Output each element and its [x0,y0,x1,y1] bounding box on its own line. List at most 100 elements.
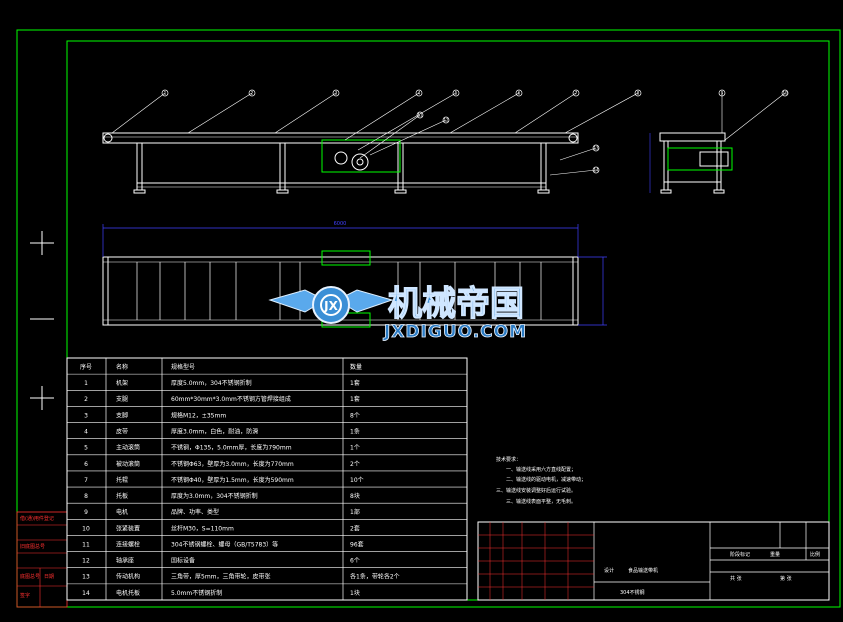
title-block-grid [478,522,594,600]
callout-circle [515,89,523,97]
bom-cell: 10个 [350,477,364,484]
bom-cell: 1 [84,380,88,387]
callout-circle [161,89,169,97]
callout-number: 6 [518,91,521,96]
notes-line-1: 一、输送线采用六方直线配置； [506,466,576,473]
bom-cell: 1部 [350,508,360,516]
callout-number: 2 [251,91,254,96]
bom-table [66,357,468,601]
callout-number: 1 [164,91,167,96]
callout-number: 7 [575,91,578,96]
title-cell-sheets: 共 张 [730,575,742,582]
side-stamp-4: 签字 [20,592,30,599]
bom-cell: 电机托板 [116,589,140,597]
bom-cell: 不锈钢Φ63，壁厚为3.0mm，长度为770mm [171,460,294,468]
top-view [102,256,579,326]
bom-rows: 序号 名称 规格型号 数量 1 机架 厚度5.0mm，304不锈钢折制 1套 2 支腿 60mm*3… [67,363,467,597]
callout-circle [718,89,726,97]
side-stamp-1: 借(通)用件登记 [20,515,54,522]
bom-cell: 2套 [350,524,360,532]
bom-cell: 连接螺栓 [116,540,140,548]
callout-circle [416,111,424,119]
title-cell-scale: 比例 [810,551,820,558]
top-view-ribs [136,262,542,320]
bom-cell: 主动滚筒 [116,444,140,452]
callout-number: 5 [455,91,458,96]
bom-header-cell: 数量 [350,363,362,371]
bom-cell: 8块 [350,492,360,500]
dimension-lines [102,224,607,326]
bom-cell: 厚度5.0mm，304不锈钢折制 [171,379,252,387]
bom-cell: 托板 [116,492,128,500]
callout-circle [332,89,340,97]
bom-cell: 不锈钢Φ40，壁厚为1.5mm，长度为590mm [171,476,294,484]
outer-frame [16,29,841,608]
bom-cell: 支脚 [116,411,128,419]
callout-number: 8 [637,91,640,96]
bom-header-cell: 序号 [80,363,92,371]
callout-circle [248,89,256,97]
bom-cell: 厚度为3.0mm，304不锈钢折制 [171,492,258,500]
bom-cell: 10 [82,525,90,532]
bom-cell: 6个 [350,558,360,565]
bom-cell: 4 [84,429,88,436]
bom-cell: 8 [84,493,88,500]
callout-circle [442,116,450,124]
title-cell-stage: 阶段标记 [730,551,750,558]
callout-circle [592,166,600,174]
callout-circle [572,89,580,97]
bom-cell: 1套 [350,379,360,387]
bom-cell: 品牌、功率、类型 [171,508,219,516]
bom-cell: 皮带 [116,428,128,436]
side-stamp-3: 底图总号 [20,573,40,580]
bom-cell: 各1条，带轮各2个 [350,573,400,581]
bom-cell: 1套 [350,395,360,403]
bom-cell: 60mm*30mm*3.0mm不锈钢方管焊接组成 [171,395,291,403]
bom-cell: 14 [82,590,90,597]
bom-cell: 1个 [350,445,360,452]
bom-cell: 3 [84,412,88,419]
overall-length-dimension: 6000 [334,221,347,227]
watermark-logo: JX [268,286,394,324]
notes-line-2: 二、输送线的驱动电机，减速带动； [506,476,586,483]
bom-cell: 1条 [350,428,360,436]
side-stamp-5: 日期 [44,574,54,580]
bom-cell: 张紧装置 [116,524,140,532]
bom-cell: 电机 [116,508,128,516]
title-cell-design: 设计 [604,567,614,574]
bom-cell: 304不锈钢螺栓、螺母（GB/T5783）等 [171,540,278,548]
bom-cell: 9 [84,509,88,516]
bom-cell: 1块 [350,589,360,597]
bom-header-cell: 名称 [116,363,128,371]
bom-cell: 13 [82,574,90,581]
notes-line-4: 三、输送线表面平整，无毛刺。 [506,498,576,505]
watermark-chinese: 机械帝国 [388,284,524,324]
bom-cell: 2 [84,396,88,403]
bom-cell: 7 [84,477,88,484]
drive-motor-side [667,147,733,171]
callout-number: 4 [418,91,421,96]
bom-cell: 5.0mm不锈钢折制 [171,589,222,597]
drawing-name: 食品输送带机 [628,567,658,574]
bom-cell: 丝杆M30，S=110mm [171,524,234,532]
callout-circle [415,89,423,97]
bom-cell: 11 [82,541,90,548]
notes-title: 技术要求： [496,456,521,463]
drawing-material: 304不锈钢 [620,589,645,596]
front-view [102,132,579,194]
callout-number: 13 [593,146,599,151]
callout-leaders [111,92,786,176]
bom-cell: 支腿 [116,395,128,403]
bom-cell: 机架 [116,379,128,387]
title-cell-weight: 重量 [770,551,780,558]
bom-header-cell: 规格型号 [171,363,195,371]
side-stamp-2: 旧底图总号 [20,543,45,550]
bom-cell: 6 [84,461,88,468]
bom-cell: 三角带，厚5mm，三角带轮，皮带张 [171,573,271,581]
bom-cell: 96套 [350,540,364,548]
bom-cell: 国标设备 [171,557,195,565]
drive-motor-front [321,139,401,173]
callout-number: 3 [335,91,338,96]
